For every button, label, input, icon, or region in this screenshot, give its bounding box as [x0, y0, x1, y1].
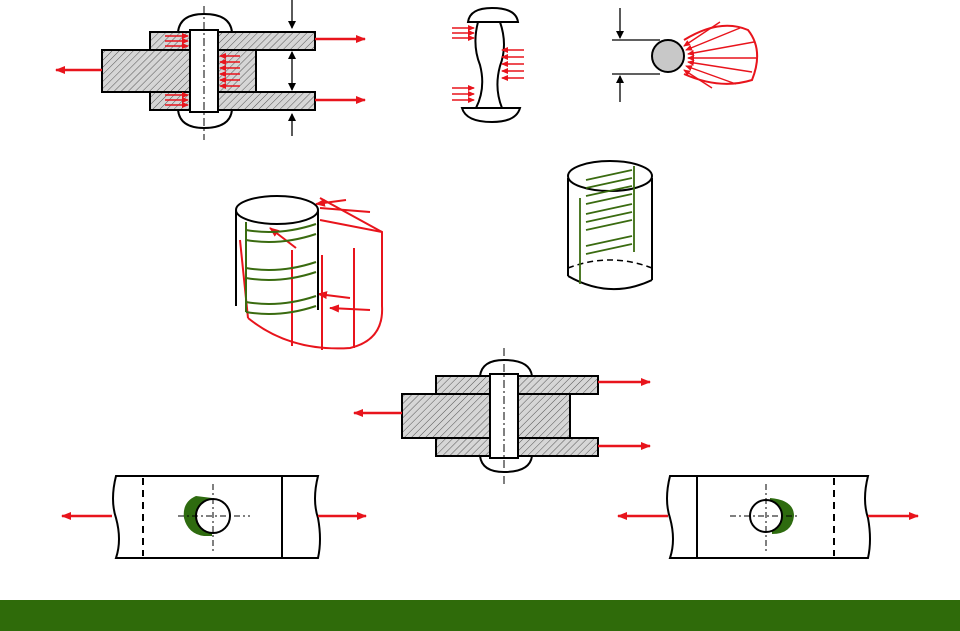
riveted-lap-joint-section — [55, 0, 366, 140]
diagram-canvas — [55, 0, 919, 559]
rivet-shear-planes — [567, 160, 653, 290]
plate-hole-bearing-right — [617, 475, 919, 559]
footer-bar — [0, 600, 960, 631]
riveted-joint-section-lower — [353, 348, 651, 484]
plate-hole-bearing-left — [61, 475, 367, 559]
pin-contact-pressure — [612, 8, 759, 102]
diagram-svg — [55, 0, 919, 559]
rivet-shear-fibers — [235, 195, 384, 350]
rivet-shank-bearing-stress — [452, 6, 524, 124]
